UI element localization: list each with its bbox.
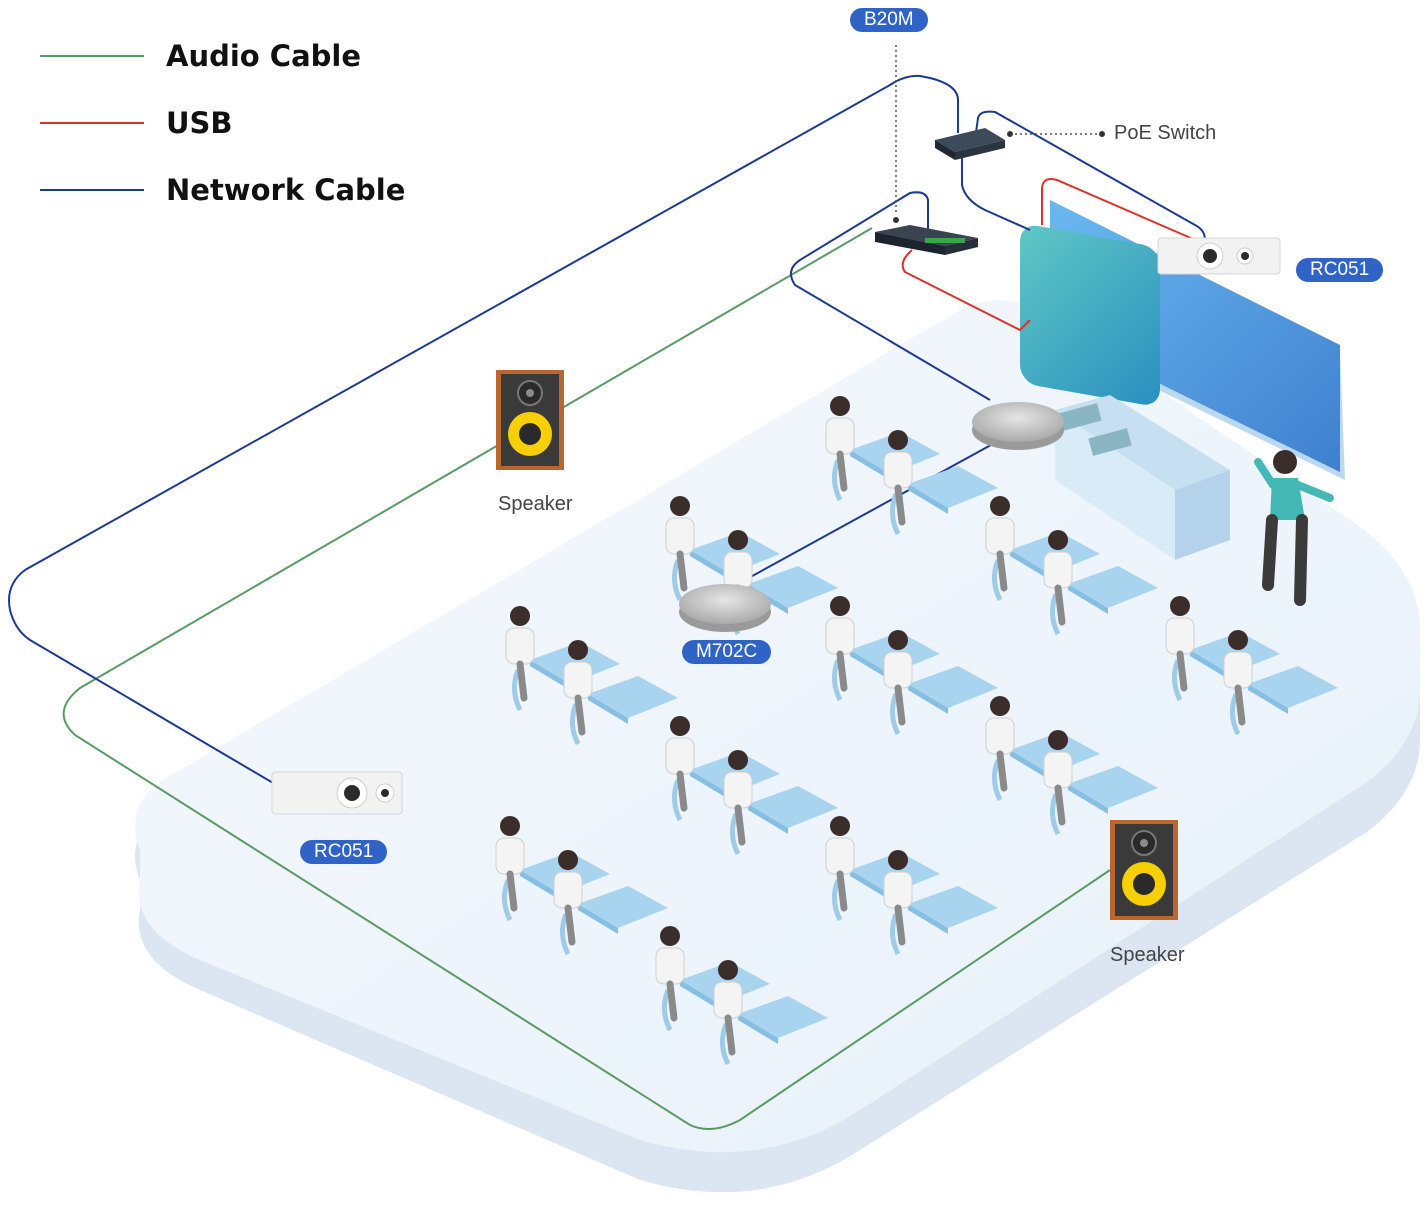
network-cable — [8, 74, 1206, 791]
student-seat — [1223, 630, 1338, 736]
poe-switch-label: PoE Switch — [1114, 122, 1217, 144]
student-seat — [883, 430, 998, 536]
student-seat — [553, 850, 668, 956]
student-seat — [1043, 530, 1158, 636]
floor — [135, 300, 1421, 1193]
rc051-camera-back — [1157, 237, 1281, 275]
legend-item-audio: Audio Cable — [40, 22, 405, 89]
poe-switch-device — [935, 128, 1005, 160]
student-seat — [563, 640, 678, 746]
legend-swatch — [40, 54, 144, 57]
speaker-right-label: Speaker — [1110, 944, 1185, 966]
rc051-back-tag: RC051 — [1296, 258, 1384, 282]
legend-item-network: Network Cable — [40, 156, 405, 223]
m702c-tag: M702C — [682, 640, 772, 664]
student-seat — [883, 630, 998, 736]
legend-swatch — [40, 121, 144, 124]
display-panel — [1020, 225, 1160, 405]
speaker-right-device — [1110, 820, 1178, 920]
student-desks — [495, 396, 1338, 1066]
student-seat — [713, 960, 828, 1066]
teacher-figure — [1254, 450, 1334, 606]
legend-item-usb: USB — [40, 89, 405, 156]
speaker-left-device — [496, 370, 564, 470]
speaker-left-label: Speaker — [498, 493, 573, 515]
rc051-front-tag: RC051 — [300, 840, 388, 864]
student-seat — [1043, 730, 1158, 836]
student-seat — [723, 750, 838, 856]
usb-cable — [901, 178, 1201, 332]
audio-cable — [62, 227, 1111, 1130]
legend-swatch — [40, 188, 144, 191]
legend-label: Network Cable — [166, 172, 406, 207]
student-seat — [883, 850, 998, 956]
ceiling-mic-back — [972, 402, 1064, 450]
legend-label: USB — [166, 105, 233, 140]
b20m-tag: B20M — [850, 8, 928, 32]
b20m-device — [875, 225, 978, 255]
legend-label: Audio Cable — [166, 38, 362, 73]
legend: Audio Cable USB Network Cable — [40, 22, 405, 223]
callout-leaders — [895, 45, 1100, 215]
podium — [1055, 395, 1230, 560]
rc051-camera-front — [271, 771, 403, 815]
ceiling-mic-front — [679, 584, 771, 632]
